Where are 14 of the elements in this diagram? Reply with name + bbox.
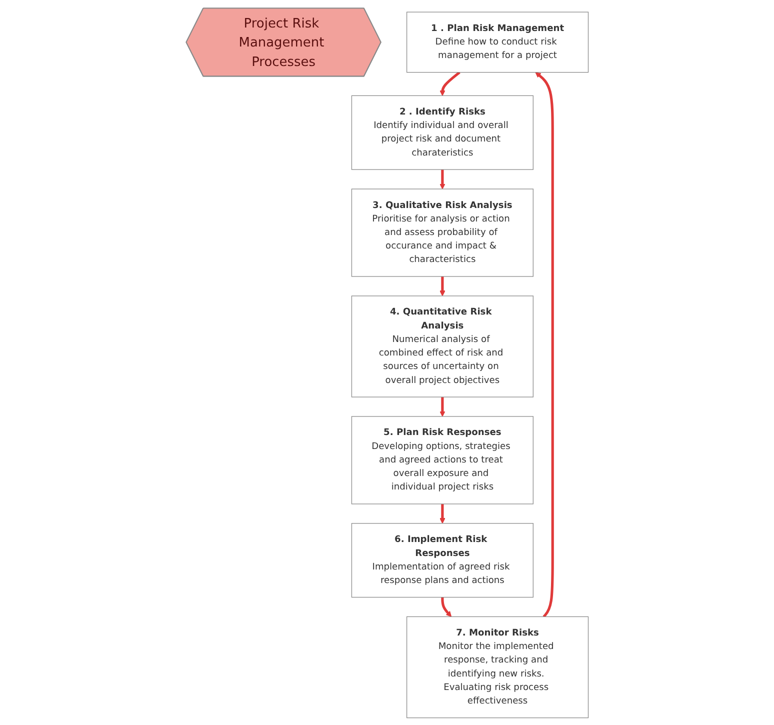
arrow (439, 276, 446, 296)
node-box: 3. Qualitative Risk Analysis Prioritise for analysis or action and assess probability of occurance and impact & characteristics (351, 188, 534, 276)
node-box: 5. Plan Risk Responses Developing options, strategies and agreed actions to treat overall exposure and individual project risks (351, 416, 534, 504)
arrow (440, 596, 452, 616)
arrow (535, 72, 554, 618)
node-box: 7. Monitor Risks Monitor the implemented response, tracking and identifying new risks. Evaluating risk process effectiveness (406, 616, 588, 718)
node-box: 2 . Identify Risks Identify individual and overall project risk and document charateristics (351, 94, 534, 170)
arrow (439, 70, 460, 96)
arrow (439, 503, 446, 524)
arrow (439, 169, 446, 189)
node-box: 6. Implement Risk Responses Implementation of agreed risk response plans and actions (351, 522, 534, 598)
arrow (439, 396, 446, 416)
node-box: 1 . Plan Risk Management Define how to conduct risk management for a project (406, 11, 588, 72)
node-box: 4. Quantitative Risk Analysis Numerical analysis of combined effect of risk and sources of uncertainty on overall project objectives (351, 295, 534, 397)
